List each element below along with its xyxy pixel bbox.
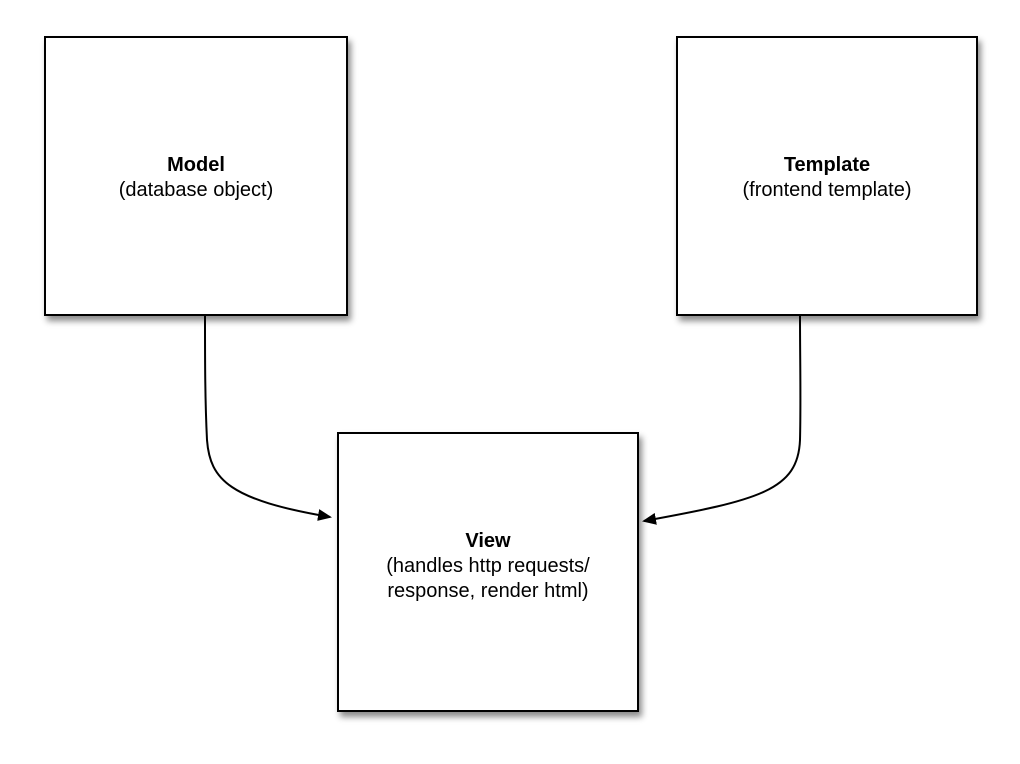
view-subtitle-line2: response, render html): [387, 580, 589, 602]
view-subtitle-line1: (handles http requests/: [386, 555, 590, 577]
model-subtitle: (database object): [118, 179, 274, 201]
template-node: Template (frontend template): [676, 36, 978, 316]
model-node: Model (database object): [44, 36, 348, 316]
model-title: Model: [167, 154, 225, 176]
view-title: View: [465, 530, 511, 552]
template-title: Template: [783, 154, 871, 176]
edge-model-to-view: [204, 315, 332, 521]
view-node: View (handles http requests/ response, r…: [337, 432, 639, 712]
edge-template-to-view: [642, 315, 802, 525]
template-subtitle: (frontend template): [742, 179, 912, 201]
